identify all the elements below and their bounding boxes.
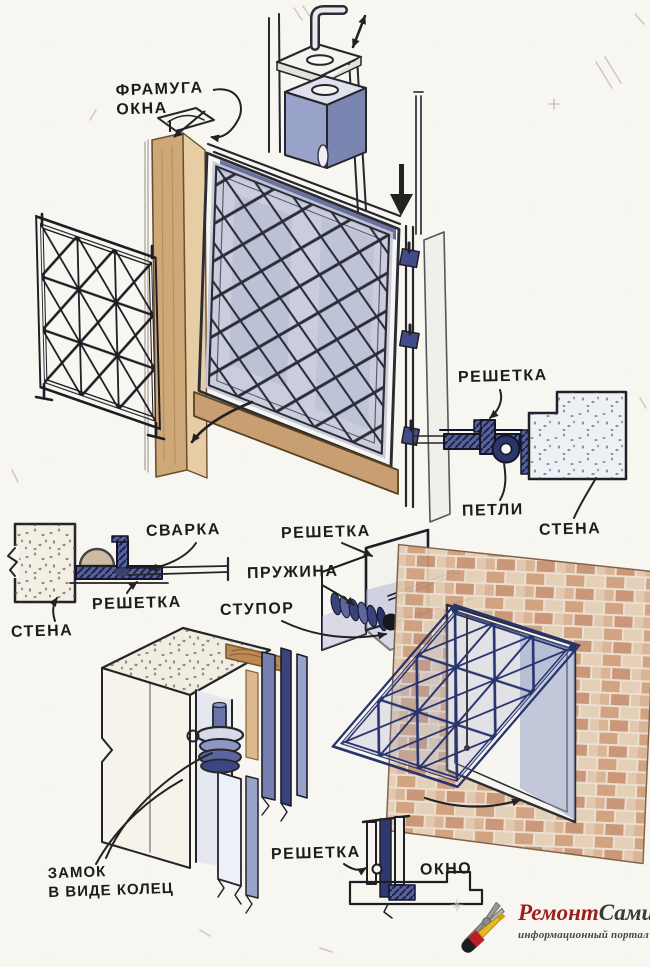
logo-title-part2: Сами [598,900,650,925]
logo-text: РемонтСами информационный портал [518,900,650,941]
left-grille-front-view [34,212,166,441]
label-petli: ПЕТЛИ [461,501,524,520]
pencil-marks [11,5,647,953]
remontsami-logo: РемонтСами информационный портал [448,896,650,962]
tools-icon [451,899,506,953]
label-svarka: СВАРКА [145,521,222,540]
top-hinge-assembly [268,5,424,235]
label-reshetka-hinge: РЕШЕТКА [457,366,548,387]
screwdriver-icon [461,912,506,953]
detail-brick-wall-open-grille [331,543,650,865]
label-framuga-line2: ОКНА [116,99,168,119]
label-stena-right: СТЕНА [538,520,602,539]
logo-title: РемонтСами [518,900,650,926]
logo-subtitle: информационный портал [518,929,649,941]
main-window-grille [144,107,451,523]
detail-ring-lock [95,626,308,914]
logo-title-part1: Ремонт [518,900,599,925]
label-pruzhina: ПРУЖИНА [246,562,339,583]
label-okno: ОКНО [419,860,473,879]
detail-hinge-wall [412,389,628,519]
detail-welding [7,522,230,622]
label-reshetka-weld: РЕШЕТКА [91,593,182,614]
framuga-leader [169,88,242,143]
detail-window-section [343,814,484,919]
label-framuga-line1: ФРАМУГА [115,79,204,100]
label-reshetka-section: РЕШЕТКА [270,843,361,864]
label-zamok: ЗАМОК В ВИДЕ КОЛЕЦ [47,860,174,902]
label-reshetka-spring: РЕШЕТКА [280,522,371,543]
label-stena-left: СТЕНА [10,622,74,641]
label-framuga-okna: ФРАМУГА ОКНА [115,78,204,119]
label-stupor: СТУПОР [219,600,295,619]
